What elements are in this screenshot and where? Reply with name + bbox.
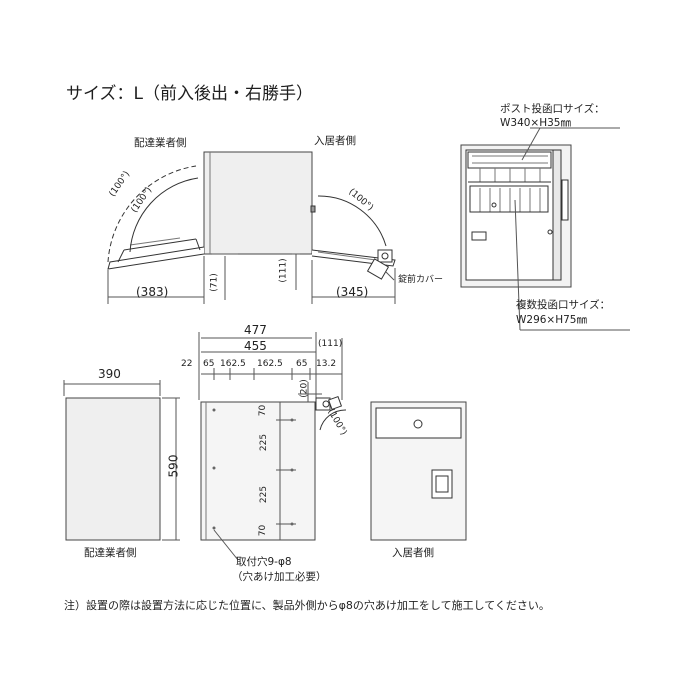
- left-arc-outer: [107, 165, 197, 263]
- right-front-view: [370, 401, 467, 541]
- dim-70-bottom: 70: [258, 524, 269, 537]
- middle-front-view: [198, 332, 347, 561]
- dim-225-lower: 225: [259, 485, 270, 504]
- dim-20: (20): [299, 379, 310, 398]
- key-lock: [413, 419, 423, 429]
- dim-71: (71): [209, 273, 220, 292]
- side-view: [107, 151, 396, 304]
- multi-slot-size: W296×H75㎜: [516, 314, 587, 326]
- page-title: サイズ：L（前入後出・右勝手）: [66, 84, 313, 104]
- multi-slot-area: [469, 185, 549, 213]
- dim-477: 477: [244, 323, 267, 337]
- dim-70-top: 70: [258, 404, 269, 417]
- post-slot-size: W340×H35㎜: [500, 117, 571, 129]
- dim-225-upper: 225: [259, 433, 270, 452]
- post-slot: [467, 151, 552, 169]
- dim-162-5-right: 162.5: [257, 359, 283, 369]
- front-delivery-caption: 配達業者側: [84, 547, 137, 559]
- left-front-view: [63, 380, 180, 541]
- dim-65-left: 65: [203, 359, 215, 369]
- right-arc: [317, 195, 387, 247]
- dim-22: 22: [181, 359, 193, 369]
- multi-slot-label: 複数投函口サイズ：: [516, 299, 611, 311]
- front-resident-caption: 入居者側: [392, 547, 434, 559]
- side-view-latch: [310, 205, 316, 213]
- dim-111-front: (111): [318, 339, 343, 349]
- dim-383: (383): [136, 285, 169, 299]
- mount-hole-label: 取付穴9-φ8: [236, 556, 292, 568]
- back-view: [460, 127, 630, 331]
- delivery-side-label: 配達業者側: [134, 137, 187, 149]
- dim-390: 390: [98, 367, 121, 381]
- hinge-cover-label: 錠前カバー: [398, 275, 444, 285]
- side-view-box: [203, 151, 313, 255]
- left-arc-inner: [129, 177, 199, 253]
- middle-front-box: [200, 401, 316, 541]
- dim-455: 455: [244, 339, 267, 353]
- footnote: 注）設置の際は設置方法に応じた位置に、製品外側からφ8の穴あけ加工をして施工して…: [64, 599, 550, 612]
- dim-345: (345): [336, 285, 369, 299]
- dim-162-5-left: 162.5: [220, 359, 246, 369]
- dim-13-2: 13.2: [316, 359, 337, 369]
- resident-side-label: 入居者側: [314, 135, 356, 147]
- hinge-cover-icon: [366, 249, 393, 280]
- dim-590: 590: [166, 454, 181, 478]
- dim-111-side: (111): [278, 258, 289, 283]
- left-front-box: [65, 397, 161, 541]
- dim-65-right: 65: [296, 359, 308, 369]
- hinge-arc: [319, 409, 347, 431]
- mount-hole-note: （穴あけ加工必要）: [232, 571, 327, 583]
- left-door: [107, 246, 205, 270]
- hinge-icon: [315, 395, 343, 411]
- post-slot-label: ポスト投函口サイズ：: [500, 103, 605, 115]
